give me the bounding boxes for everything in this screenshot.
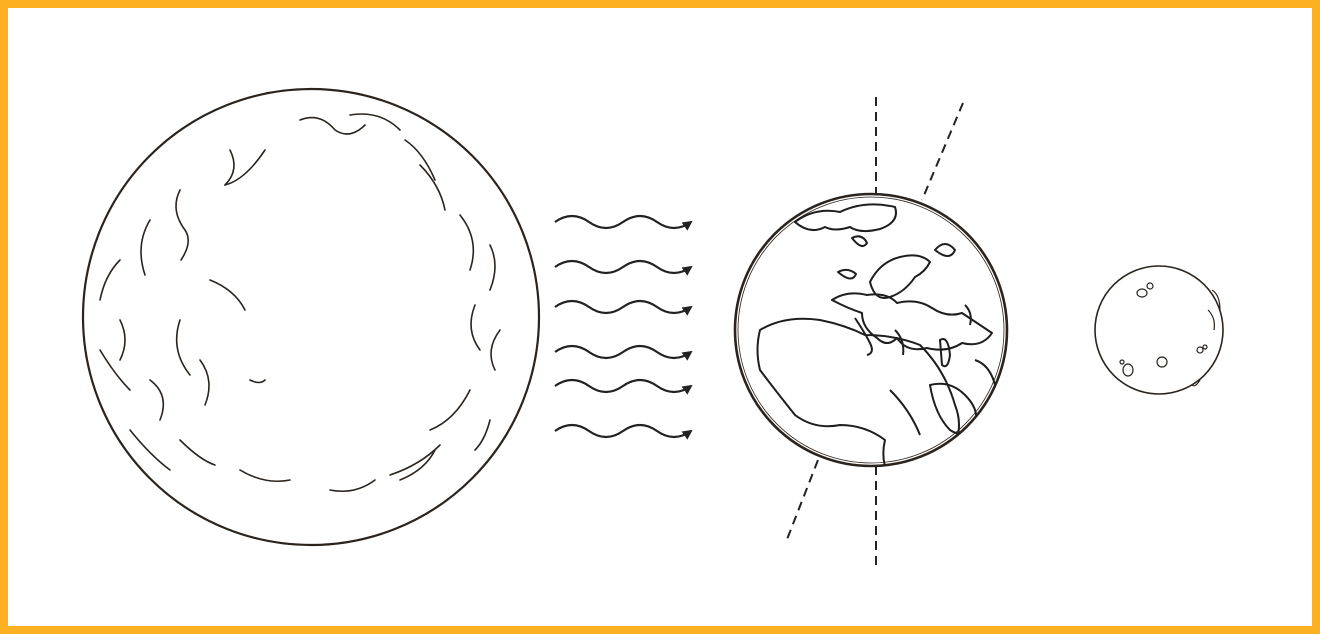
ray-arrow-5 bbox=[555, 380, 691, 392]
earth-icon bbox=[735, 194, 1007, 496]
ray-arrow-1 bbox=[555, 216, 691, 228]
ray-arrow-3 bbox=[555, 301, 691, 313]
ray-arrow-4 bbox=[555, 346, 691, 358]
tilted-axis-bottom bbox=[786, 460, 818, 542]
ray-arrow-6 bbox=[555, 425, 691, 437]
sun-icon bbox=[83, 89, 539, 545]
ray-arrow-2 bbox=[555, 261, 691, 273]
tilted-axis-top bbox=[922, 103, 963, 200]
moon-icon bbox=[1095, 266, 1223, 394]
radiation-arrows bbox=[555, 216, 691, 437]
